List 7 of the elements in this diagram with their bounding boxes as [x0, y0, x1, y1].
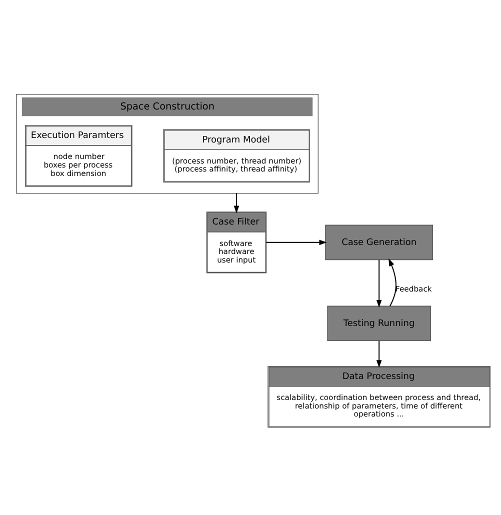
node-box: Testing Running [327, 305, 431, 341]
arrow [388, 258, 396, 306]
arrow [376, 259, 382, 308]
arrow [234, 192, 240, 213]
node-box: Case Generation [325, 224, 434, 260]
arrow [266, 239, 327, 245]
arrow [376, 340, 382, 368]
